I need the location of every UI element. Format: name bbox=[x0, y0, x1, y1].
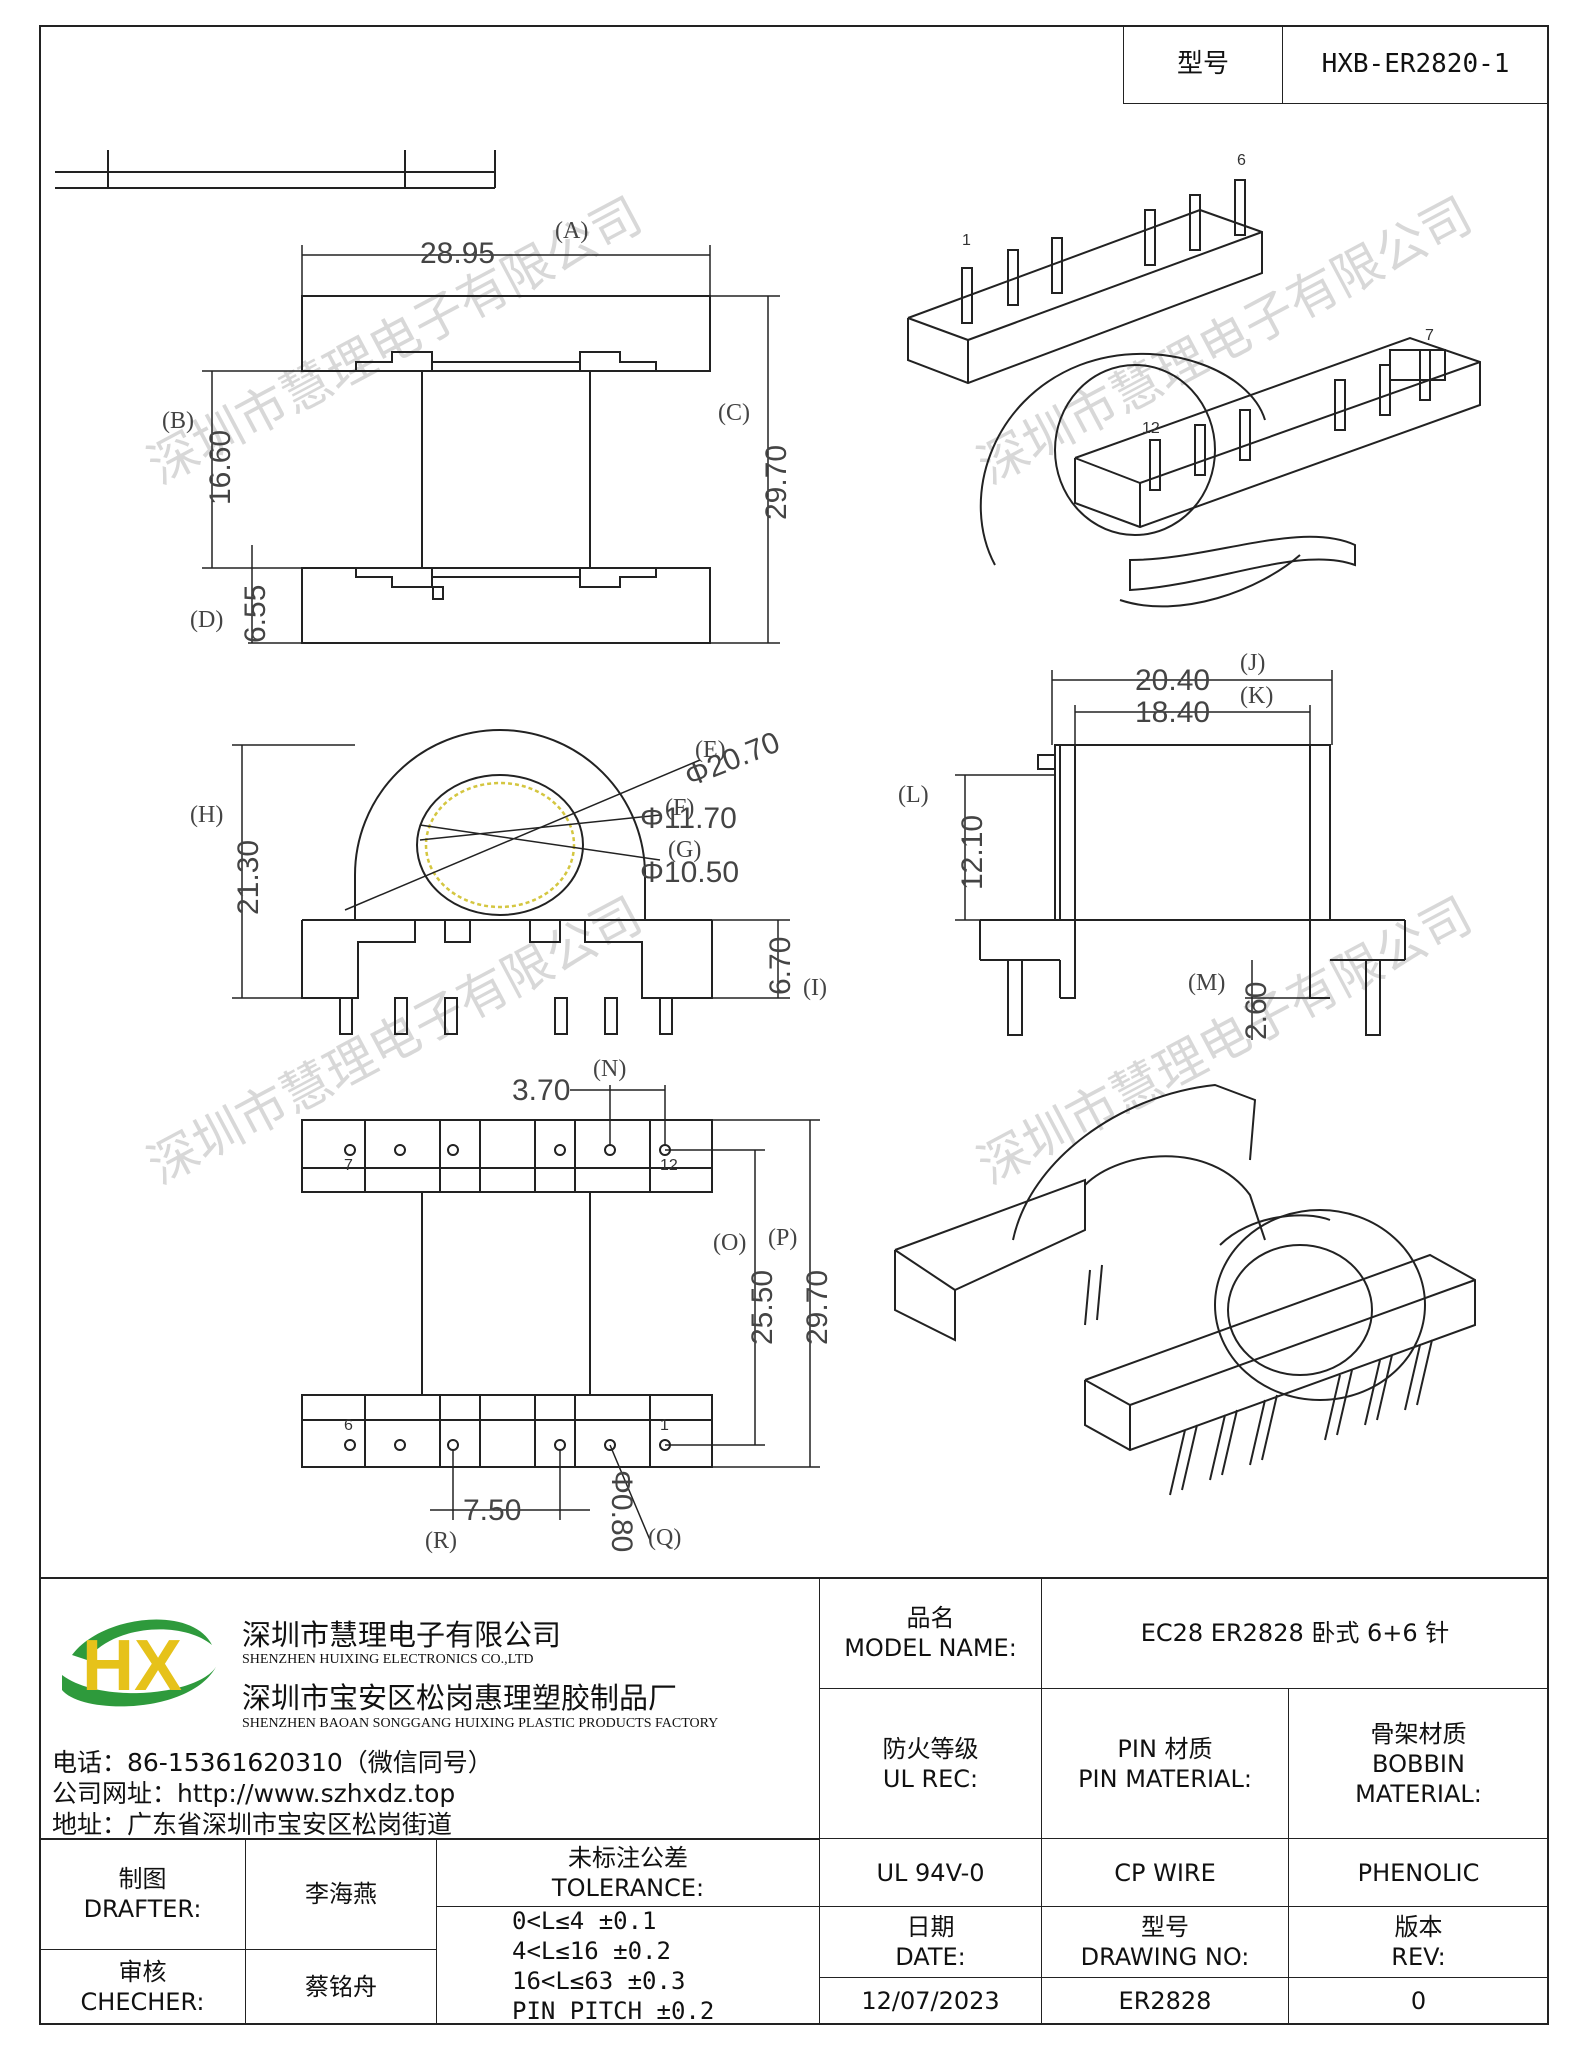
iso-pin-label-1: 1 bbox=[962, 232, 971, 249]
dim-i-tag: (I) bbox=[803, 975, 827, 1001]
pin-label-7: 7 bbox=[344, 1157, 353, 1174]
isometric-bottom-pins bbox=[1084, 1264, 1433, 1496]
dim-m-value: 2.60 bbox=[1240, 982, 1273, 1040]
dim-q-tag: (Q) bbox=[648, 1525, 681, 1551]
dim-a-tag: (A) bbox=[555, 218, 588, 244]
title-block-top-border bbox=[39, 1577, 1549, 1579]
dim-b-tag: (B) bbox=[162, 408, 194, 434]
dim-d-value: 6.55 bbox=[239, 585, 272, 643]
dim-h-tag: (H) bbox=[190, 802, 223, 828]
company-name-cn: 深圳市慧理电子有限公司 bbox=[242, 1618, 562, 1652]
dim-g-value: Φ10.50 bbox=[640, 856, 739, 889]
isometric-view-top bbox=[907, 179, 1481, 608]
front-view-pins bbox=[339, 997, 673, 1035]
dim-l-value: 12.10 bbox=[956, 815, 989, 890]
dim-r-value: 7.50 bbox=[463, 1494, 521, 1527]
dim-p-value: 29.70 bbox=[801, 1270, 834, 1345]
dim-k-value: 18.40 bbox=[1135, 696, 1210, 729]
tolerance-line-2: 4<L≤16 ±0.2 bbox=[512, 1936, 671, 1965]
dim-m-tag: (M) bbox=[1188, 970, 1225, 996]
top-view bbox=[202, 245, 780, 644]
dim-n-tag: (N) bbox=[593, 1056, 626, 1082]
iso-pin-label-12: 12 bbox=[1142, 420, 1160, 437]
dim-q-value: Φ0.80 bbox=[605, 1470, 638, 1552]
dim-e-tag: (E) bbox=[695, 737, 726, 763]
dim-h-value: 21.30 bbox=[232, 840, 265, 915]
company-name-en: SHENZHEN HUIXING ELECTRONICS CO.,LTD bbox=[242, 1652, 534, 1667]
dim-d-tag: (D) bbox=[190, 607, 223, 633]
dim-f-tag: (F) bbox=[665, 795, 694, 821]
tolerance-line-1: 0<L≤4 ±0.1 bbox=[512, 1906, 657, 1935]
pin-label-6: 6 bbox=[344, 1417, 353, 1434]
rev-value: 0 bbox=[1288, 1977, 1549, 2025]
checker-name: 蔡铭舟 bbox=[245, 1949, 437, 2025]
header-model-label: 型号 bbox=[1123, 25, 1283, 104]
isometric-view-bottom bbox=[894, 1083, 1476, 1496]
isometric-top-pins bbox=[961, 179, 1431, 491]
iso-pin-label-7: 7 bbox=[1425, 327, 1434, 344]
company-phone: 电话：86-15361620310（微信同号） bbox=[52, 1748, 493, 1777]
pin-material-value: CP WIRE bbox=[1041, 1838, 1289, 1907]
date-value: 12/07/2023 bbox=[819, 1977, 1042, 2025]
dim-c-value: 29.70 bbox=[760, 445, 793, 520]
dim-i-value: 6.70 bbox=[764, 937, 797, 995]
dim-e-value: Φ20.70 bbox=[680, 726, 784, 794]
technical-drawing: 深圳市慧理电子有限公司 深圳市慧理电子有限公司 深圳市慧理电子有限公司 深圳市慧… bbox=[55, 150, 1481, 1554]
header-model-value: HXB-ER2820-1 bbox=[1282, 25, 1549, 104]
factory-name-cn: 深圳市宝安区松岗惠理塑胶制品厂 bbox=[242, 1681, 678, 1715]
bobbin-material-value: PHENOLIC bbox=[1288, 1838, 1549, 1907]
company-logo: HX bbox=[52, 1605, 222, 1715]
pin-label-1: 1 bbox=[660, 1417, 669, 1434]
front-view bbox=[232, 729, 790, 1035]
factory-name-en: SHENZHEN BAOAN SONGGANG HUIXING PLASTIC … bbox=[242, 1716, 719, 1731]
ul-rec-value: UL 94V-0 bbox=[819, 1838, 1042, 1907]
logo-icon: HX bbox=[62, 1619, 217, 1707]
iso-pin-label-6: 6 bbox=[1237, 152, 1246, 169]
watermarks: 深圳市慧理电子有限公司 深圳市慧理电子有限公司 深圳市慧理电子有限公司 深圳市慧… bbox=[138, 186, 1481, 1195]
dim-l-tag: (L) bbox=[898, 782, 929, 808]
dim-p-tag: (P) bbox=[768, 1225, 797, 1251]
drawing-no-value: ER2828 bbox=[1041, 1977, 1289, 2025]
dim-f-value: Φ11.70 bbox=[640, 802, 737, 835]
dim-o-value: 25.50 bbox=[746, 1270, 779, 1345]
svg-text:HX: HX bbox=[82, 1626, 182, 1706]
dim-j-tag: (J) bbox=[1240, 650, 1265, 676]
dim-g-tag: (G) bbox=[668, 837, 701, 863]
dim-a-value: 28.95 bbox=[420, 237, 495, 270]
dim-r-tag: (R) bbox=[425, 1528, 457, 1554]
dim-o-tag: (O) bbox=[713, 1230, 746, 1256]
tolerance-line-4: PIN PITCH ±0.2 bbox=[512, 1996, 715, 2025]
dim-j-value: 20.40 bbox=[1135, 664, 1210, 697]
pin-label-12: 12 bbox=[660, 1157, 678, 1174]
tolerance-line-3: 16<L≤63 ±0.3 bbox=[512, 1966, 686, 1995]
drafter-name: 李海燕 bbox=[245, 1838, 437, 1950]
bottom-view bbox=[301, 1085, 820, 1541]
dim-b-value: 16.60 bbox=[204, 430, 237, 505]
company-website[interactable]: 公司网址：http://www.szhxdz.top bbox=[52, 1779, 456, 1808]
bottom-view-pin-holes bbox=[344, 1144, 671, 1451]
side-view bbox=[955, 670, 1406, 1040]
company-address: 地址：广东省深圳市宝安区松岗街道 bbox=[52, 1810, 453, 1839]
top-left-reference-line bbox=[55, 150, 496, 189]
tolerance-table: 0<L≤4 ±0.1 4<L≤16 ±0.2 16<L≤63 ±0.3 PIN … bbox=[436, 1906, 820, 2025]
dim-n-value: 3.70 bbox=[512, 1074, 570, 1107]
model-name-value: EC28 ER2828 卧式 6+6 针 bbox=[1041, 1577, 1549, 1689]
dim-k-tag: (K) bbox=[1240, 683, 1273, 709]
dim-c-tag: (C) bbox=[718, 400, 750, 426]
